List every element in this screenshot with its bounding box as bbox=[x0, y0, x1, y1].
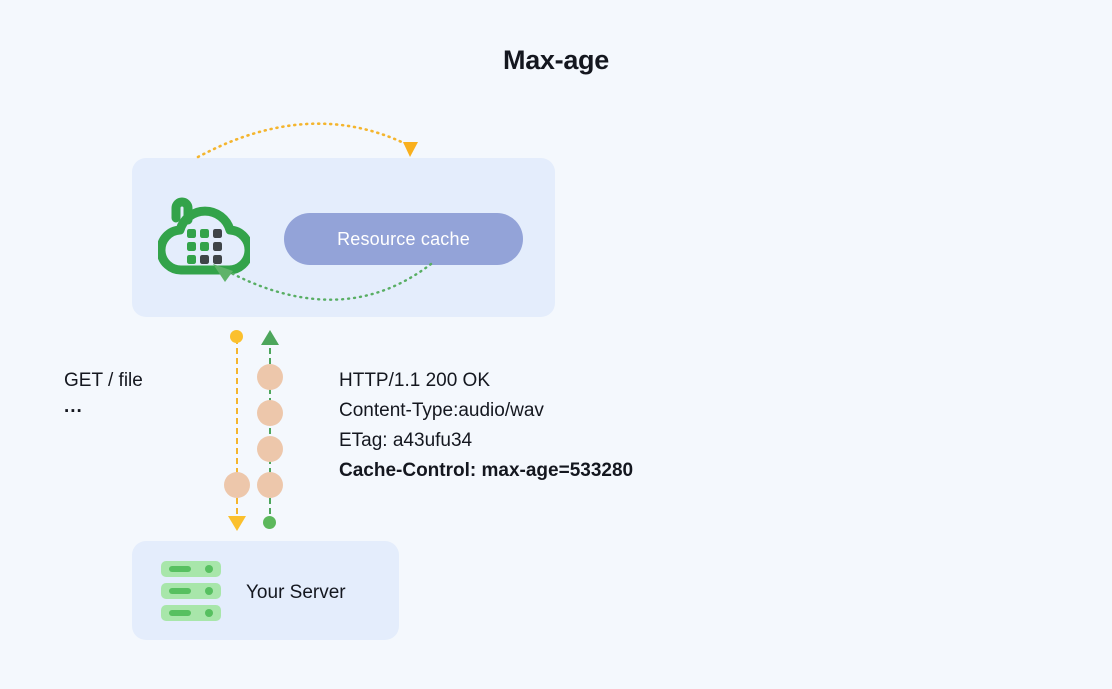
response-line-content-type: Content-Type:audio/wav bbox=[339, 400, 544, 421]
server-row bbox=[161, 561, 221, 577]
server-row-bar bbox=[169, 610, 191, 616]
server-stack-icon bbox=[161, 561, 221, 621]
your-server-label: Your Server bbox=[246, 582, 346, 603]
server-row-led bbox=[205, 565, 213, 573]
server-row bbox=[161, 583, 221, 599]
request-arc bbox=[196, 122, 418, 159]
response-track bbox=[257, 330, 283, 535]
response-line-status: HTTP/1.1 200 OK bbox=[339, 370, 491, 391]
cloud-storage-icon bbox=[156, 196, 254, 284]
response-bead bbox=[257, 472, 283, 498]
server-row-led bbox=[205, 587, 213, 595]
resource-cache-panel: Resource cache bbox=[132, 158, 555, 317]
resource-cache-label: Resource cache bbox=[337, 228, 470, 249]
server-row-bar bbox=[169, 566, 191, 572]
response-bead bbox=[257, 400, 283, 426]
request-track-start-dot bbox=[230, 330, 243, 343]
response-bead bbox=[257, 436, 283, 462]
request-text-block: GET / file ... bbox=[64, 366, 143, 418]
response-line-etag: ETag: a43ufu34 bbox=[339, 430, 473, 451]
server-row-led bbox=[205, 609, 213, 617]
request-track-line bbox=[236, 338, 238, 524]
response-track-end-dot bbox=[263, 516, 276, 529]
page-title: Max-age bbox=[503, 45, 609, 75]
server-row bbox=[161, 605, 221, 621]
request-track bbox=[224, 330, 250, 535]
request-line: GET / file bbox=[64, 370, 143, 391]
resource-cache-pill[interactable]: Resource cache bbox=[284, 213, 523, 265]
response-bead bbox=[257, 364, 283, 390]
request-bead bbox=[224, 472, 250, 498]
response-arrow-up-icon bbox=[261, 330, 279, 345]
request-ellipsis: ... bbox=[64, 396, 83, 417]
response-track-line bbox=[269, 338, 271, 524]
server-row-bar bbox=[169, 588, 191, 594]
response-text-block: HTTP/1.1 200 OK Content-Type:audio/wav E… bbox=[339, 366, 633, 486]
request-arrow-down-icon bbox=[228, 516, 246, 531]
response-line-cache-control: Cache-Control: max-age=533280 bbox=[339, 460, 634, 481]
